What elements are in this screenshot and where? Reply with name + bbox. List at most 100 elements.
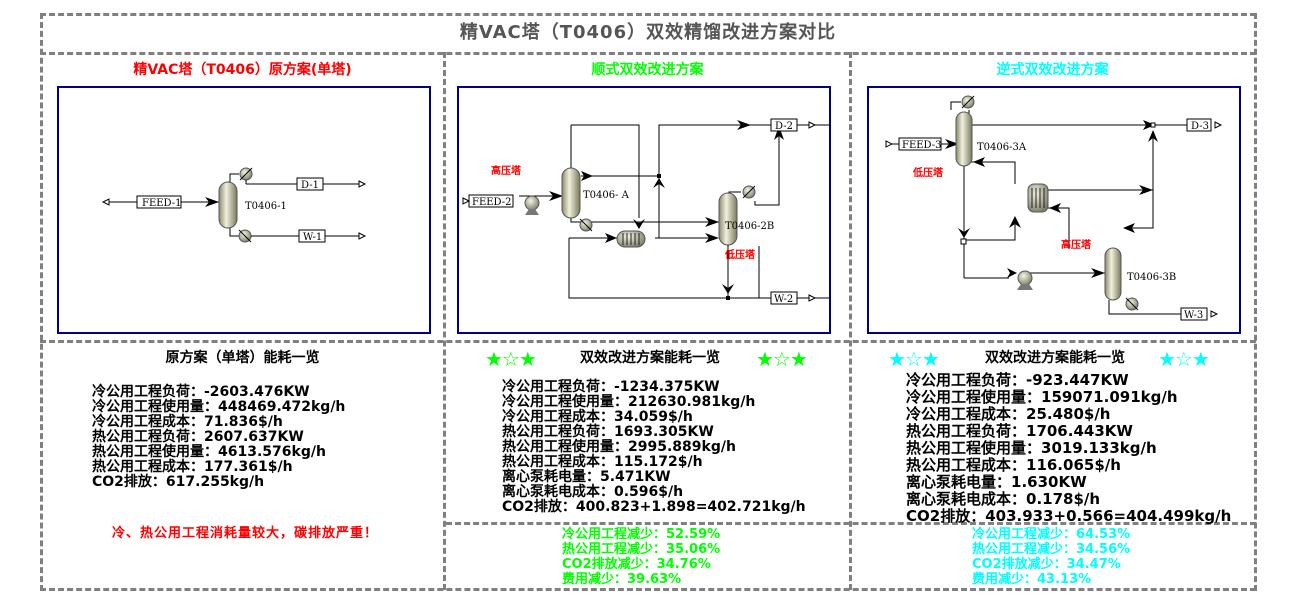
stream-label-w-2: W-2 <box>774 294 793 305</box>
feed-inlet-arrow-icon <box>462 197 471 205</box>
arrow-icon <box>1007 268 1017 278</box>
summary-title-reverse: 双效改进方案能耗一览 <box>985 350 1125 366</box>
tower-t0406-1 <box>218 181 238 229</box>
reduction-list-reverse: 冷公用工程减少：64.53% 热公用工程减少：34.56% CO2排放减少：34… <box>972 527 1130 587</box>
label-high-pressure: 高压塔 <box>491 164 522 177</box>
reduction-item: 冷公用工程减少：64.53% <box>972 527 1131 542</box>
column-title-original: 精VAC塔（T0406）原方案(单塔) <box>133 62 352 78</box>
feed-inlet-arrow-icon <box>101 198 110 206</box>
column-title-forward: 顺式双效改进方案 <box>591 62 704 78</box>
column-title-reverse: 逆式双效改进方案 <box>996 62 1109 78</box>
feed-arrow-icon <box>205 197 219 207</box>
energy-item: CO2排放：617.255kg/h <box>92 474 265 490</box>
energy-item: 热公用工程负荷：1706.443KW <box>906 422 1133 440</box>
outlet-arrow-icon <box>358 232 367 240</box>
frame-title-divider <box>40 52 1256 55</box>
reduction-item: 热公用工程减少：34.56% <box>972 542 1131 557</box>
energy-list-reverse: 冷公用工程负荷：-923.447KW 冷公用工程使用量：159071.091kg… <box>906 372 1231 525</box>
energy-item: 冷公用工程负荷：-2603.476KW <box>92 384 310 400</box>
reduction-item: 费用减少：43.13% <box>972 572 1092 587</box>
stream-label-w-1: W-1 <box>303 232 322 243</box>
stream-label-feed-3: FEED-3 <box>902 140 941 151</box>
energy-item: 离心泵耗电成本：0.596$/h <box>502 484 684 500</box>
tower-low-pressure <box>718 192 738 246</box>
energy-item: 冷公用工程使用量：159071.091kg/h <box>906 388 1178 406</box>
page-title: 精VAC塔（T0406）双效精馏改进方案对比 <box>459 22 837 43</box>
summary-title-forward: 双效改进方案能耗一览 <box>580 350 720 366</box>
energy-item: CO2排放：400.823+1.898=402.721kg/h <box>502 499 806 515</box>
energy-item: 热公用工程成本：177.361$/h <box>92 459 293 475</box>
outlet-arrow-icon <box>808 121 817 129</box>
feed-arrow-icon <box>549 191 563 201</box>
flowsheet-forward: FEED-2 高压塔 T0406- A T0406-2B 低压塔 <box>457 86 831 334</box>
frame-mid-divider <box>40 340 1256 343</box>
stream-label-d-2: D-2 <box>775 121 793 132</box>
stream-label-d-3: D-3 <box>1191 121 1209 132</box>
energy-item: 冷公用工程使用量：212630.981kg/h <box>502 394 756 410</box>
label-low-pressure: 低压塔 <box>912 166 944 179</box>
flowsheet-original: FEED-1 D-1 W-1 T0406-1 <box>57 86 431 334</box>
label-high-pressure: 高压塔 <box>1061 238 1092 251</box>
tower-b-label: T0406-3B <box>1127 272 1176 283</box>
energy-item: 冷公用工程成本：71.836$/h <box>92 414 283 430</box>
energy-item: 离心泵耗电成本：0.178$/h <box>906 490 1101 508</box>
frame-col-divider-1 <box>443 52 446 590</box>
arrow-icon <box>605 233 617 243</box>
frame-top <box>40 13 1256 16</box>
rating-stars-left: ★☆★ <box>888 347 940 371</box>
tower-low-pressure <box>955 111 973 167</box>
stream-label-feed-1: FEED-1 <box>142 198 181 209</box>
arrow-icon <box>705 217 719 227</box>
arrow-icon <box>705 233 719 243</box>
energy-item: 冷公用工程成本：25.480$/h <box>906 405 1111 423</box>
arrow-icon <box>1123 223 1135 233</box>
flowsheet-original-svg: FEED-1 D-1 W-1 T0406-1 <box>101 167 367 243</box>
arrow-icon <box>722 284 734 294</box>
reduction-item: 冷公用工程减少：52.59% <box>562 527 721 542</box>
tower-a-label: T0406- A <box>583 190 630 201</box>
warning-note: 冷、热公用工程消耗量较大，碳排放严重！ <box>111 526 378 541</box>
pump-icon <box>524 195 540 211</box>
energy-item: 离心泵耗电量：1.630KW <box>906 473 1087 491</box>
energy-item: 热公用工程使用量：3019.133kg/h <box>906 439 1157 457</box>
frame-bottom <box>40 588 1256 591</box>
energy-item: 离心泵耗电量：5.471KW <box>502 469 671 485</box>
outlet-arrow-icon <box>358 180 367 188</box>
summary-title-original: 原方案（单塔）能耗一览 <box>165 350 320 366</box>
flowsheet-forward-svg: FEED-2 高压塔 T0406- A T0406-2B 低压塔 <box>462 118 829 305</box>
arrow-icon <box>737 120 751 130</box>
stream-label-d-1: D-1 <box>301 180 319 191</box>
energy-item: 冷公用工程负荷：-923.447KW <box>906 371 1129 389</box>
arrow-icon <box>958 228 970 238</box>
outlet-arrow-icon <box>808 294 817 302</box>
arrow-icon <box>581 171 593 181</box>
energy-item: 冷公用工程负荷：-1234.375KW <box>502 379 720 395</box>
tower-high-pressure <box>1104 247 1122 301</box>
frame-col-divider-2 <box>849 52 852 590</box>
flowsheet-reverse-svg: FEED-3 T0406-3A 低压塔 T0406-3B 高压塔 <box>885 95 1223 321</box>
arrow-icon <box>1091 268 1105 278</box>
energy-item: 冷公用工程成本：34.059$/h <box>502 409 693 425</box>
energy-item: 冷公用工程使用量：448469.472kg/h <box>92 399 346 415</box>
arrow-icon <box>973 157 985 167</box>
arrow-icon <box>774 126 784 140</box>
arrow-icon <box>1009 216 1021 228</box>
energy-item: 热公用工程负荷：1693.305KW <box>502 424 714 440</box>
label-low-pressure: 低压塔 <box>724 248 756 261</box>
frame-right <box>1254 13 1257 591</box>
tower-high-pressure <box>561 167 581 219</box>
stream-label-box-feed <box>136 195 182 209</box>
arrow-icon <box>633 219 645 229</box>
outlet-arrow-icon <box>1214 121 1223 129</box>
energy-list-forward: 冷公用工程负荷：-1234.375KW 冷公用工程使用量：212630.981k… <box>502 380 806 515</box>
arrow-icon <box>1139 185 1153 195</box>
tower-a-label: T0406-3A <box>977 142 1027 153</box>
rating-stars-left: ★☆★ <box>485 347 537 371</box>
rating-stars-right: ★☆★ <box>756 347 808 371</box>
reduction-list-forward: 冷公用工程减少：52.59% 热公用工程减少：35.06% CO2排放减少：34… <box>562 527 720 587</box>
energy-item: 热公用工程使用量：4613.576kg/h <box>92 444 326 460</box>
energy-item: CO2排放：403.933+0.566=404.499kg/h <box>906 507 1232 525</box>
rating-stars-right: ★☆★ <box>1158 347 1210 371</box>
arrow-icon <box>1049 203 1061 213</box>
frame-left <box>40 13 43 591</box>
